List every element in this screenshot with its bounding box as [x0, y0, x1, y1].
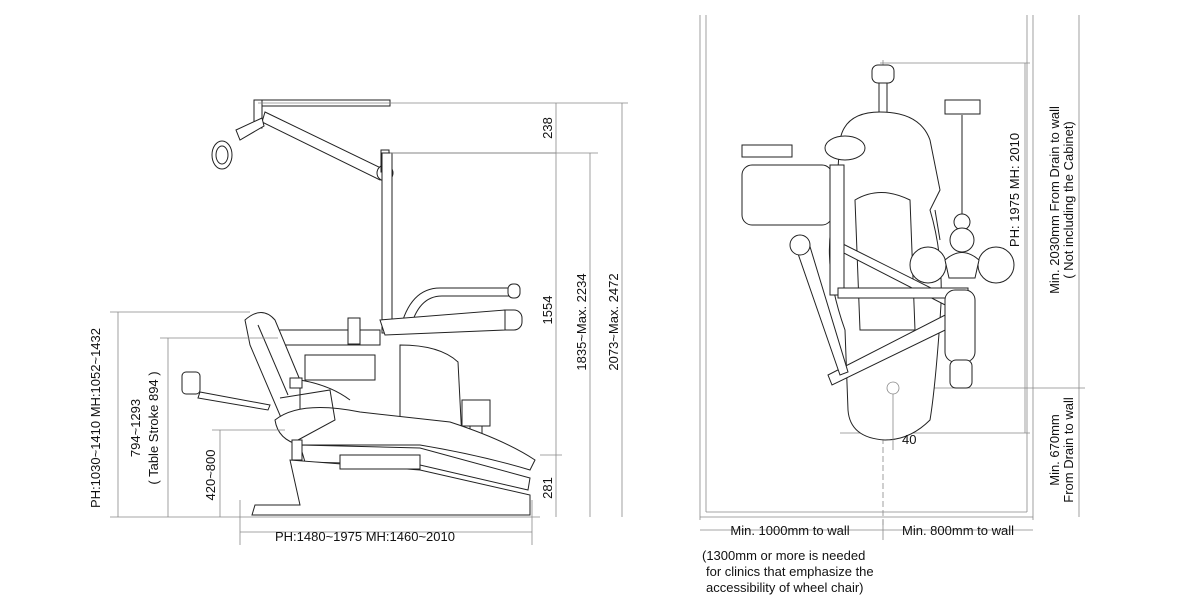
length-label: PH:1480~1975 MH:1460~2010: [275, 529, 455, 544]
chair-length-label: PH: 1975 MH: 2010: [1007, 133, 1022, 247]
wall-top-label-1: Min. 2030mm From Drain to wall: [1047, 106, 1062, 294]
wall-left-label: Min. 1000mm to wall: [730, 523, 849, 538]
wall-bottom-label-1: Min. 670mm: [1047, 414, 1062, 486]
total-height-label: 2073~Max. 2472: [606, 273, 621, 370]
wall-top-label-2: ( Not including the Cabinet): [1061, 121, 1076, 279]
drain-offset-label: 40: [902, 432, 916, 447]
wall-bottom-label-2: From Drain to wall: [1061, 397, 1076, 503]
dim-238-label: 238: [540, 117, 555, 139]
top-view-chair-drawing: [741, 64, 1015, 450]
dim-1554-label: 1554: [540, 296, 555, 325]
note-line-2: for clinics that emphasize the: [706, 564, 874, 579]
table-height-label: 794~1293: [128, 399, 143, 457]
note-line-3: accessibility of wheel chair): [706, 580, 864, 595]
side-view-chair-drawing: [181, 99, 556, 516]
table-stroke-label: ( Table Stroke 894 ): [146, 371, 161, 484]
seat-height-label: 420~800: [203, 450, 218, 501]
note-line-1: (1300mm or more is needed: [702, 548, 865, 563]
dim-281-label: 281: [540, 477, 555, 499]
wall-right-label: Min. 800mm to wall: [902, 523, 1014, 538]
side-view-dimensions: [110, 102, 628, 545]
light-height-label: 1835~Max. 2234: [574, 273, 589, 370]
ph-mh-height-label: PH:1030~1410 MH:1052~1432: [88, 328, 103, 508]
